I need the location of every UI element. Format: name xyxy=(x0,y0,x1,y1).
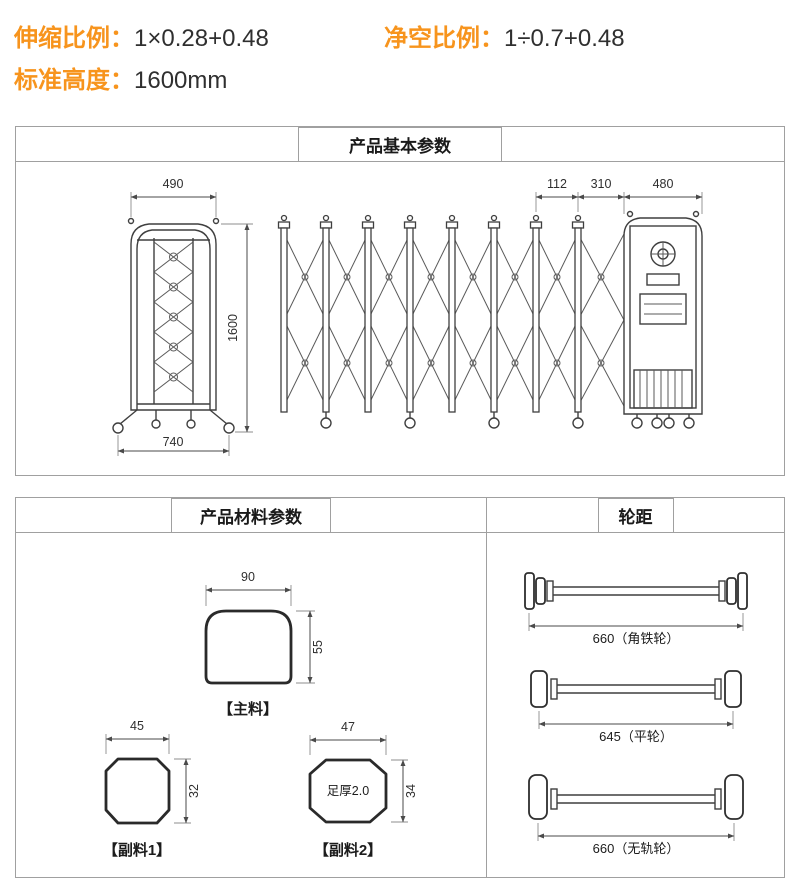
material-profiles-drawing: 90 55 【主料】 45 xyxy=(103,570,418,859)
gate-technical-drawing: 490 1600 740 xyxy=(112,177,703,456)
wheel-track-flat-label: 645（平轮） xyxy=(599,729,673,744)
main-material-label: 【主料】 xyxy=(218,700,278,718)
aux2-material-label: 【副料2】 xyxy=(314,841,382,859)
spec-height-value: 1600mm xyxy=(134,67,228,94)
aux-material-2-profile: 足厚2.0 47 34 【副料2】 xyxy=(308,720,418,859)
panel-basic-drawing: 490 1600 740 xyxy=(16,162,784,476)
panel-material-params: 产品材料参数 90 xyxy=(16,498,487,877)
panel-wheel-title: 轮距 xyxy=(597,498,674,532)
front-view-dimensions: 490 1600 740 xyxy=(117,177,253,456)
wheel-track-rail-label: 660（角铁轮） xyxy=(593,631,680,646)
spec-colon: ： xyxy=(110,25,134,52)
dim-aux2-width: 47 xyxy=(341,720,355,734)
panel-lower: 产品材料参数 90 xyxy=(15,497,785,878)
wheel-axle-trackless: 660（无轨轮） xyxy=(528,774,744,856)
spec-expansion-label: 伸缩比例 xyxy=(14,25,110,52)
aux-material-1-profile: 45 32 【副料1】 xyxy=(103,719,201,859)
gate-front-view xyxy=(112,217,235,434)
dim-aux1-height: 32 xyxy=(187,784,201,798)
spec-clearance-ratio: 净空比例：1÷0.7+0.48 xyxy=(384,18,625,53)
panel-basic-title: 产品基本参数 xyxy=(298,127,502,161)
wheel-track-drawing: 660（角铁轮） 645（平轮） xyxy=(524,572,748,856)
dim-main-width: 90 xyxy=(241,570,255,584)
dim-front-height: 1600 xyxy=(226,314,240,342)
dim-front-width: 490 xyxy=(163,177,184,191)
gate-side-view xyxy=(277,214,625,429)
panel-wheel-track: 轮距 xyxy=(487,498,784,877)
motor-head-unit xyxy=(623,210,703,429)
spec-clearance-label: 净空比例 xyxy=(384,25,480,52)
panel-basic-params: 产品基本参数 xyxy=(15,126,785,476)
aux1-material-label: 【副料1】 xyxy=(103,841,171,859)
dim-unit-pitch: 112 xyxy=(547,177,567,191)
dim-main-height: 55 xyxy=(311,640,325,654)
spec-colon: ： xyxy=(480,25,504,52)
aux2-thickness-note: 足厚2.0 xyxy=(327,784,369,798)
panel-material-drawing: 90 55 【主料】 45 xyxy=(16,533,486,878)
spec-standard-height: 标准高度：1600mm xyxy=(14,60,227,95)
wheel-axle-flat: 645（平轮） xyxy=(530,670,742,744)
wheel-axle-rail: 660（角铁轮） xyxy=(524,572,748,646)
panel-material-header: 产品材料参数 xyxy=(16,498,486,533)
wheel-track-trackless-label: 660（无轨轮） xyxy=(593,841,680,856)
spec-height-label: 标准高度 xyxy=(14,67,110,94)
panel-basic-header: 产品基本参数 xyxy=(16,127,784,162)
dim-motor-width: 480 xyxy=(653,177,674,191)
spec-clearance-value: 1÷0.7+0.48 xyxy=(504,25,625,52)
panel-material-title: 产品材料参数 xyxy=(171,498,331,532)
dim-aux1-width: 45 xyxy=(130,719,144,733)
panel-wheel-drawing: 660（角铁轮） 645（平轮） xyxy=(487,533,784,878)
dim-tail-section: 310 xyxy=(591,177,612,191)
spec-expansion-value: 1×0.28+0.48 xyxy=(134,25,269,52)
panel-wheel-header: 轮距 xyxy=(487,498,784,533)
dim-aux2-height: 34 xyxy=(404,784,418,798)
dim-front-base: 740 xyxy=(163,435,184,449)
spec-colon: ： xyxy=(110,67,134,94)
side-view-dimensions: 112 310 480 xyxy=(535,177,703,214)
main-material-profile: 90 55 【主料】 xyxy=(204,570,325,718)
spec-expansion-ratio: 伸缩比例：1×0.28+0.48 xyxy=(14,18,269,53)
